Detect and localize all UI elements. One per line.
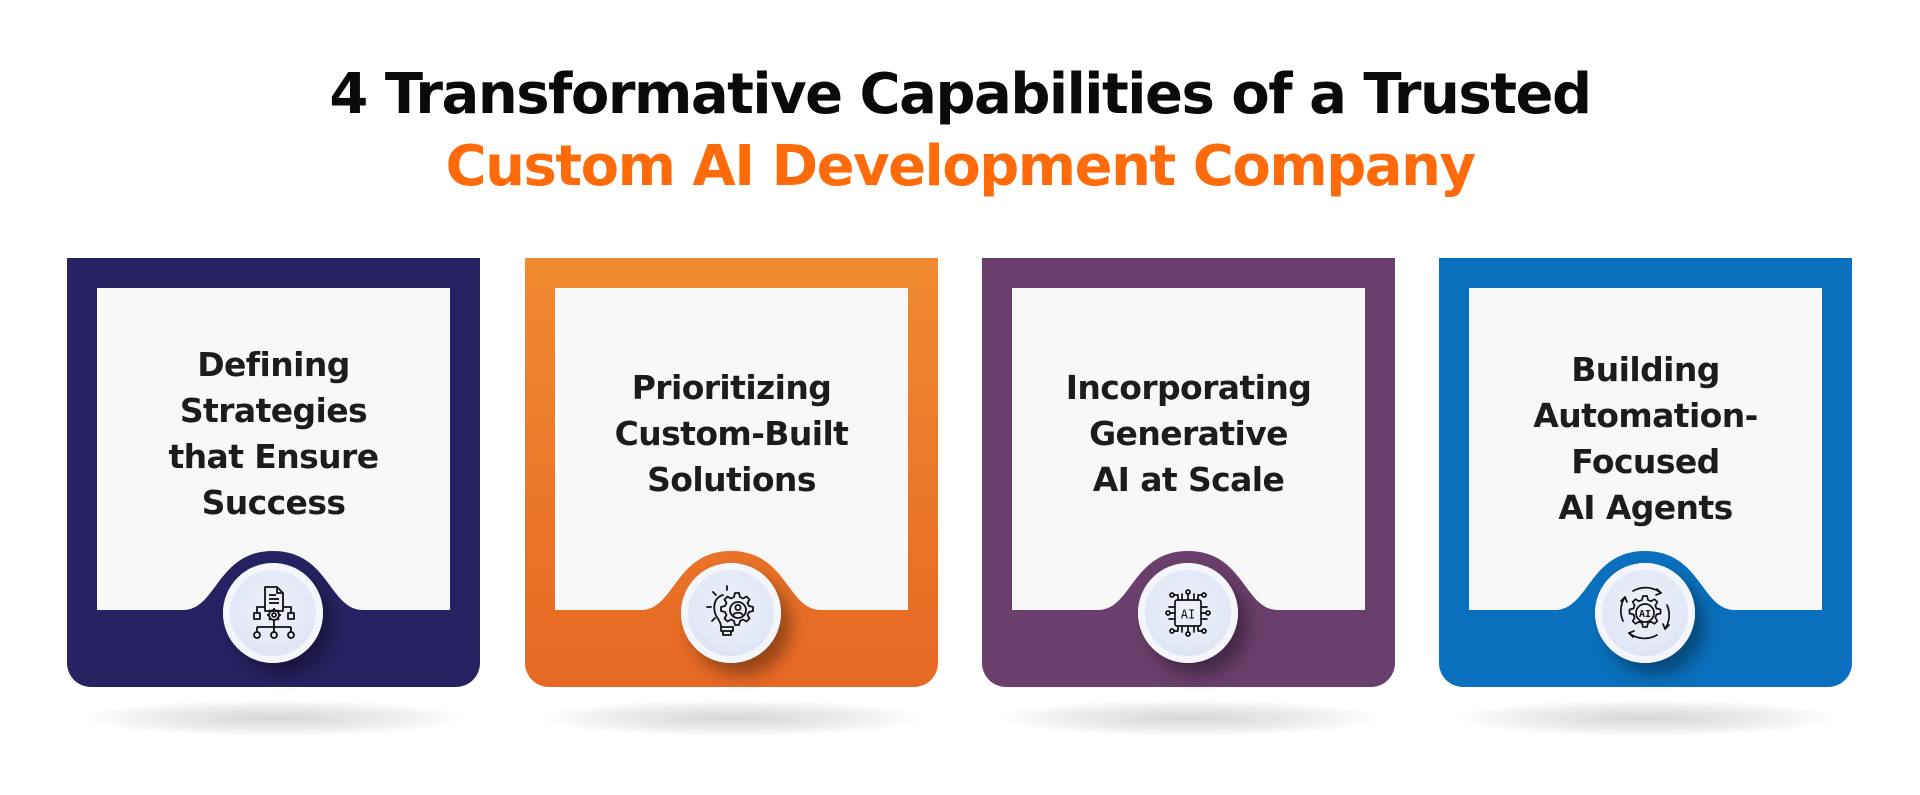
capability-card-strategies: Defining Strategies that Ensure Success bbox=[67, 258, 480, 687]
ai-chip-icon: AI bbox=[1165, 589, 1211, 637]
ai-gear-cycle-icon: AI bbox=[1619, 586, 1671, 640]
lightbulb-gear-user-icon bbox=[706, 585, 754, 636]
card-shadow bbox=[84, 700, 464, 736]
card-title: Incorporating Generative AI at Scale bbox=[1065, 368, 1312, 499]
card-shadow bbox=[542, 700, 922, 736]
icon-badge: AI bbox=[1595, 563, 1695, 663]
strategy-flowchart-icon bbox=[253, 586, 295, 639]
capability-card-generative-ai: Incorporating Generative AI at Scale AI bbox=[982, 258, 1395, 687]
card-title: Defining Strategies that Ensure Success bbox=[168, 345, 379, 522]
card-shadow bbox=[999, 700, 1379, 736]
capability-card-ai-agents: Building Automation- Focused AI Agents A… bbox=[1439, 258, 1852, 687]
card-shadow bbox=[1456, 700, 1836, 736]
card-title: Building Automation- Focused AI Agents bbox=[1533, 350, 1758, 527]
page-subtitle: Custom AI Development Company bbox=[445, 134, 1476, 199]
svg-text:AI: AI bbox=[1181, 608, 1195, 622]
svg-text:AI: AI bbox=[1639, 609, 1651, 620]
icon-badge: AI bbox=[1138, 563, 1238, 663]
icon-badge bbox=[681, 563, 781, 663]
card-title: Prioritizing Custom-Built Solutions bbox=[614, 368, 849, 499]
page-title: 4 Transformative Capabilities of a Trust… bbox=[329, 62, 1592, 127]
icon-badge bbox=[223, 563, 323, 663]
capability-card-custom-built: Prioritizing Custom-Built Solutions bbox=[525, 258, 938, 687]
